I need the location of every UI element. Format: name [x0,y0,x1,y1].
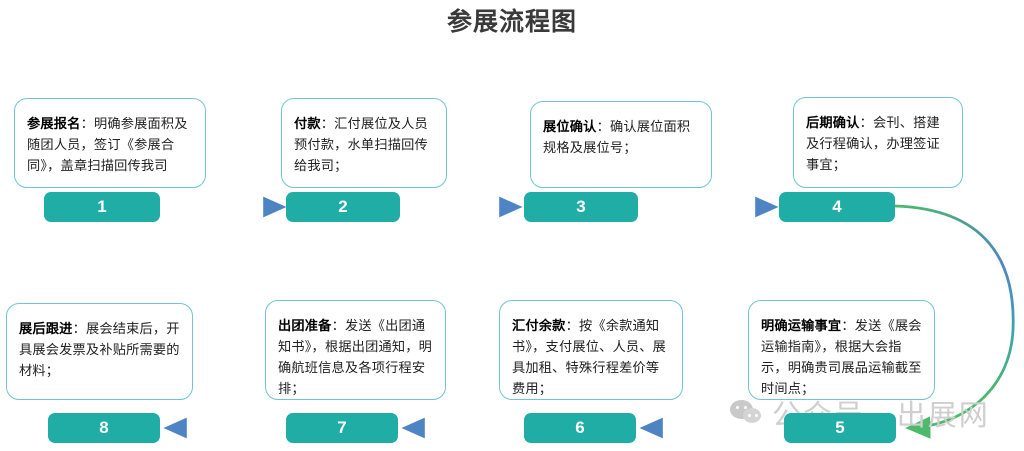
step-tab-2[interactable]: 2 [286,192,400,222]
step-card-8[interactable]: 展后跟进：展会结束后，开具展会发票及补贴所需要的材料； [6,303,193,400]
step-tab-6[interactable]: 6 [524,413,636,443]
step-text-4: 后期确认：会刊、搭建及行程确认，办理签证事宜； [806,112,952,175]
step-tab-5[interactable]: 5 [784,413,896,443]
step-tab-1[interactable]: 1 [44,192,160,222]
step-body-5: ：发送《展会运输指南》，根据大会指示，明确贵司展品运输截至时间点； [761,318,922,396]
step-text-8: 展后跟进：展会结束后，开具展会发票及补贴所需要的材料； [19,318,182,381]
arc-4-to-5 [894,204,1015,439]
step-heading-8: 展后跟进 [19,321,73,336]
step-card-2[interactable]: 付款：汇付展位及人员预付款，水单扫描回传给我司； [281,98,447,188]
step-heading-6: 汇付余款 [512,318,566,333]
step-card-7[interactable]: 出团准备：发送《出团通知书》，根据出团通知，明确航班信息及各项行程安排； [265,300,446,400]
step-heading-7: 出团准备 [278,318,332,333]
step-text-6: 汇付余款：按《余款通知书》，支付展位、人员、展具加租、特殊行程差价等费用； [512,315,672,399]
step-text-7: 出团准备：发送《出团通知书》，根据出团通知，明确航班信息及各项行程安排； [278,315,435,399]
step-card-4[interactable]: 后期确认：会刊、搭建及行程确认，办理签证事宜； [793,97,963,188]
step-body-4: ：会刊、搭建及行程确认，办理签证事宜； [806,115,940,172]
step-text-1: 参展报名：明确参展面积及随团人员，签订《参展合同》，盖章扫描回传我司 [27,113,195,176]
step-body-1: ：明确参展面积及随团人员，签订《参展合同》，盖章扫描回传我司 [27,116,188,173]
step-body-3: ：确认展位面积规格及展位号； [543,119,691,155]
step-heading-2: 付款 [294,116,321,131]
step-heading-1: 参展报名 [27,116,81,131]
step-tab-4[interactable]: 4 [779,192,895,222]
step-card-3[interactable]: 展位确认：确认展位面积规格及展位号； [530,101,712,188]
step-tab-3[interactable]: 3 [524,192,638,222]
step-body-8: ：展会结束后，开具展会发票及补贴所需要的材料； [19,321,180,378]
step-text-2: 付款：汇付展位及人员预付款，水单扫描回传给我司； [294,113,436,176]
step-card-6[interactable]: 汇付余款：按《余款通知书》，支付展位、人员、展具加租、特殊行程差价等费用； [499,300,683,400]
step-body-7: ：发送《出团通知书》，根据出团通知，明确航班信息及各项行程安排； [278,318,433,396]
step-text-3: 展位确认：确认展位面积规格及展位号； [543,116,701,158]
step-heading-5: 明确运输事宜 [761,318,842,333]
step-tab-8[interactable]: 8 [48,413,160,443]
step-body-6: ：按《余款通知书》，支付展位、人员、展具加租、特殊行程差价等费用； [512,318,667,396]
step-card-5[interactable]: 明确运输事宜：发送《展会运输指南》，根据大会指示，明确贵司展品运输截至时间点； [748,300,935,400]
step-heading-3: 展位确认 [543,119,597,134]
step-heading-4: 后期确认 [806,115,860,130]
page-title: 参展流程图 [446,8,577,36]
step-card-1[interactable]: 参展报名：明确参展面积及随团人员，签订《参展合同》，盖章扫描回传我司 [14,98,206,188]
step-text-5: 明确运输事宜：发送《展会运输指南》，根据大会指示，明确贵司展品运输截至时间点； [761,315,924,399]
step-body-2: ：汇付展位及人员预付款，水单扫描回传给我司； [294,116,428,173]
step-tab-7[interactable]: 7 [286,413,398,443]
